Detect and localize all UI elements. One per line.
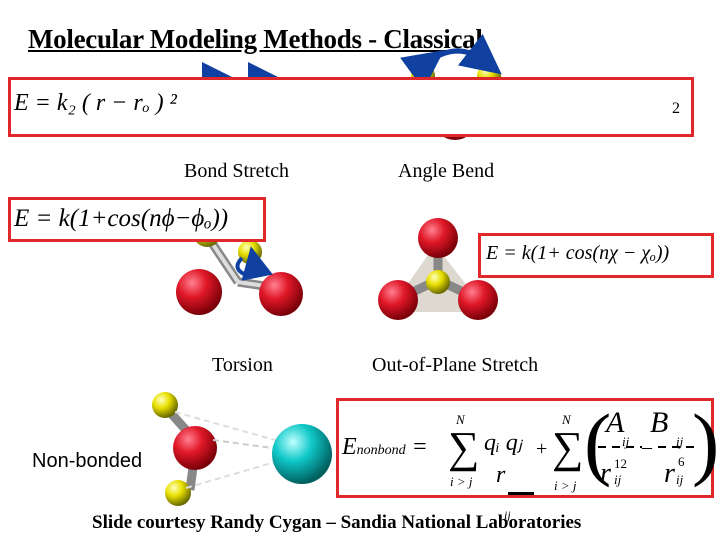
nonbond-A: A [606, 406, 625, 439]
nonbond-sub-ij-2: ij [676, 472, 684, 487]
non-bonded-label: Non-bonded [32, 450, 143, 472]
ion-atom [272, 424, 332, 484]
torsion-equation-box [8, 197, 266, 242]
nonbond-ij-b: ij [676, 434, 684, 449]
nonbond-lhs-main: E [342, 434, 357, 460]
paren-close: ) [692, 397, 720, 488]
out-of-plane-equation: E = k(1+ cos(nχ − χₒ)) [486, 242, 670, 264]
bond-stretch-label: Bond Stretch [184, 160, 289, 182]
minus-sign: – [642, 436, 652, 458]
nonbond-B: B [650, 406, 669, 439]
paren-open: ( [584, 397, 612, 488]
nonbond-equation-box [336, 398, 714, 498]
torsion-equation: E = k(1+cos(nϕ−ϕₒ)) [14, 205, 229, 232]
nonbond-lhs-sub: nonbond [356, 443, 406, 458]
sum-top-2: N [562, 412, 571, 427]
angle-bend-label: Angle Bend [398, 160, 495, 182]
out-of-plane-molecule [378, 218, 498, 320]
slide-footer: Slide courtesy Randy Cygan – Sandia Nati… [92, 512, 582, 533]
sum-bottom-1: i > j [450, 474, 473, 489]
nonbond-lhs: Enonbond = [342, 434, 428, 460]
out-of-plane-equation-box [478, 233, 714, 278]
nonbond-r12: r [600, 458, 611, 489]
sigma-1-icon: ∑ [448, 423, 480, 472]
bond-stretch-equation: E = k₂ ( r − rₒ ) ² [14, 90, 177, 116]
sum-bottom-2: i > j [554, 478, 577, 493]
nonbond-r: r [496, 462, 506, 488]
nonbond-exp6: 6 [678, 454, 685, 469]
sigma-2-icon: ∑ [552, 423, 584, 472]
nonbond-exp12: 12 [614, 456, 627, 471]
fraction-bar-A [598, 446, 642, 448]
nonbond-r6: r [664, 458, 675, 489]
sum-top-1: N [456, 412, 465, 427]
torsion-arrow-icon [235, 246, 273, 281]
torsion-label: Torsion [212, 354, 273, 376]
nonbond-ij-a: ij [622, 434, 630, 449]
non-bonded-molecule [152, 392, 332, 506]
footer-ij: ij [504, 508, 511, 522]
nonbond-q: qᵢ qⱼ [484, 430, 522, 456]
fraction-bar [508, 492, 534, 495]
plus-sign: + [536, 438, 548, 460]
nonbond-sub-ij-1: ij [614, 472, 622, 487]
bond-stretch-equation-box [8, 77, 694, 137]
bend-arrow-icon [400, 33, 502, 90]
angle-bend-exponent: 2 [672, 100, 680, 117]
out-of-plane-label: Out-of-Plane Stretch [372, 354, 539, 376]
fraction-bar-B [658, 446, 698, 448]
